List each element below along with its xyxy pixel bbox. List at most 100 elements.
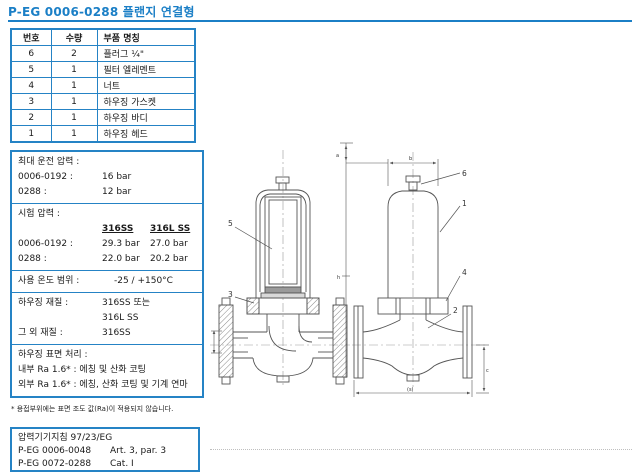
side-dimension (476, 344, 489, 394)
spec-key: 그 외 재질 : (18, 328, 63, 338)
table-row: 2 1 하우징 바디 (10, 109, 196, 126)
cell-name: 플러그 ¼" (96, 45, 196, 62)
table-row: 5 1 필터 엘레멘트 (10, 61, 196, 78)
spec-row: 그 외 재질 : 316SS (18, 326, 196, 341)
table-row: 1 1 하우징 헤드 (10, 125, 196, 143)
directive-class: Cat. I (110, 459, 134, 469)
directive-row: P-EG 0072-0288 Cat. I (18, 458, 192, 471)
cell-name: 하우징 바디 (96, 109, 196, 126)
clamp-nut-shape (377, 297, 449, 315)
directive-class: Art. 3, par. 3 (110, 446, 167, 456)
cell-number: 6 (10, 45, 52, 62)
cell-qty: 1 (50, 61, 98, 78)
spacer (18, 311, 102, 326)
directive-title: 압력기기지침 97/23/EG (18, 433, 113, 443)
dim-label-a: a (336, 153, 339, 159)
spec-label: 하우징 표면 처리 : (18, 350, 88, 360)
spec-value: 27.0 bar (150, 239, 188, 249)
spec-max-pressure: 최대 운전 압력 : 0006-0192 : 16 bar 0288 : 12 … (12, 152, 202, 203)
flange-left-shape (218, 297, 234, 385)
housing-dome (255, 189, 311, 203)
spec-row: 하우징 재질 : 316SS 또는 (18, 296, 196, 311)
callout-3: 3 (228, 290, 233, 299)
spec-box: 최대 운전 압력 : 0006-0192 : 16 bar 0288 : 12 … (10, 150, 204, 398)
spec-temp-range: 사용 온도 범위 : -25 / +150°C (12, 270, 202, 292)
callout-6: 6 (462, 169, 467, 178)
callout-1: 1 (462, 199, 467, 208)
spec-test-pressure: 시험 압력 : 316SS 316L SS 0006-0192 : 29.3 b… (12, 203, 202, 270)
bottom-separator (210, 449, 632, 450)
filter-element-shape (264, 196, 302, 294)
dim-label-c: c (486, 368, 489, 374)
cell-qty: 1 (50, 125, 98, 143)
spec-key: 0006-0192 : (18, 239, 73, 249)
col-header-name: 부품 명칭 (96, 28, 196, 46)
parts-table: 번호 수량 부품 명칭 6 2 플러그 ¼" 5 1 필터 엘레멘트 4 1 너… (10, 28, 196, 143)
callouts-right (420, 172, 461, 329)
cell-qty: 1 (50, 109, 98, 126)
flange-right-shape (332, 297, 348, 385)
material-col-header: 316L SS (150, 224, 191, 234)
material-col-header: 316SS (102, 224, 134, 234)
surface-line: 외부 Ra 1.6* : 에칭, 산화 코팅 및 기계 연마 (18, 380, 188, 390)
cell-qty: 2 (50, 45, 98, 62)
table-row: 4 1 너트 (10, 77, 196, 94)
cell-number: 1 (10, 125, 52, 143)
directive-code: P-EG 0006-0048 (18, 446, 92, 456)
callouts-left (234, 226, 273, 304)
spec-key: 0006-0192 : (18, 172, 73, 182)
cell-qty: 1 (50, 93, 98, 110)
spec-value: 316SS (102, 328, 131, 338)
callout-5: 5 (228, 219, 233, 228)
table-row: 6 2 플러그 ¼" (10, 45, 196, 62)
cell-number: 4 (10, 77, 52, 94)
housing-external-view (353, 159, 489, 397)
page-title: P-EG 0006-0288 플랜지 연결형 (8, 5, 195, 19)
table-row: 3 1 하우징 가스켓 (10, 93, 196, 110)
cell-name: 하우징 헤드 (96, 125, 196, 143)
dim-label-overall: (s) (407, 387, 414, 393)
spec-row: 316L SS (18, 311, 196, 326)
directive-row: P-EG 0006-0048 Art. 3, par. 3 (18, 445, 192, 458)
spec-value: 16 bar (102, 172, 132, 182)
centerlines (210, 150, 488, 390)
directive-box: 압력기기지침 97/23/EG P-EG 0006-0048 Art. 3, p… (10, 427, 200, 472)
col-header-qty: 수량 (50, 28, 98, 46)
callout-4: 4 (462, 268, 467, 277)
spec-value: 29.3 bar (102, 239, 140, 249)
parts-table-header-row: 번호 수량 부품 명칭 (10, 28, 196, 46)
directive-code: P-EG 0072-0288 (18, 459, 92, 469)
width-dimension (387, 159, 439, 186)
cell-name: 너트 (96, 77, 196, 94)
spec-row: 0006-0192 : 16 bar (18, 170, 196, 185)
gasket-shape (260, 292, 306, 299)
spec-value: 12 bar (102, 187, 132, 197)
cell-number: 2 (10, 109, 52, 126)
spec-surface: 하우징 표면 처리 : 내부 Ra 1.6* : 에칭 및 산화 코팅 외부 R… (12, 344, 202, 396)
plug-shape (405, 175, 421, 191)
spec-value: 20.2 bar (150, 254, 188, 264)
housing-dome (387, 190, 439, 208)
body-shape (362, 314, 464, 382)
dim-label-h: h (337, 275, 340, 281)
spec-value: 22.0 bar (102, 254, 140, 264)
plug-shape (275, 176, 290, 191)
spec-label: 최대 운전 압력 : (18, 157, 80, 167)
spec-materials: 하우징 재질 : 316SS 또는 316L SS 그 외 재질 : 316SS (12, 292, 202, 344)
flange-left-shape (353, 305, 364, 379)
cell-name: 필터 엘레멘트 (96, 61, 196, 78)
spec-key: 사용 온도 범위 : (18, 276, 80, 286)
technical-drawing: 5 3 a h (210, 142, 489, 397)
cell-number: 5 (10, 61, 52, 78)
surface-line: 내부 Ra 1.6* : 에칭 및 산화 코팅 (18, 365, 146, 375)
spec-value: -25 / +150°C (114, 276, 173, 286)
body-section-shape (233, 325, 333, 383)
spec-key: 하우징 재질 : (18, 298, 69, 308)
spec-key: 0288 : (18, 187, 47, 197)
col-header-number: 번호 (10, 28, 52, 46)
cell-name: 하우징 가스켓 (96, 93, 196, 110)
footnote: * 용접부위에는 표면 조도 값(Ra)이 적용되지 않습니다. (11, 405, 174, 413)
spec-row: 0288 : 22.0 bar 20.2 bar (18, 252, 196, 267)
flange-right-shape (462, 305, 473, 379)
housing-section-view (211, 176, 348, 385)
